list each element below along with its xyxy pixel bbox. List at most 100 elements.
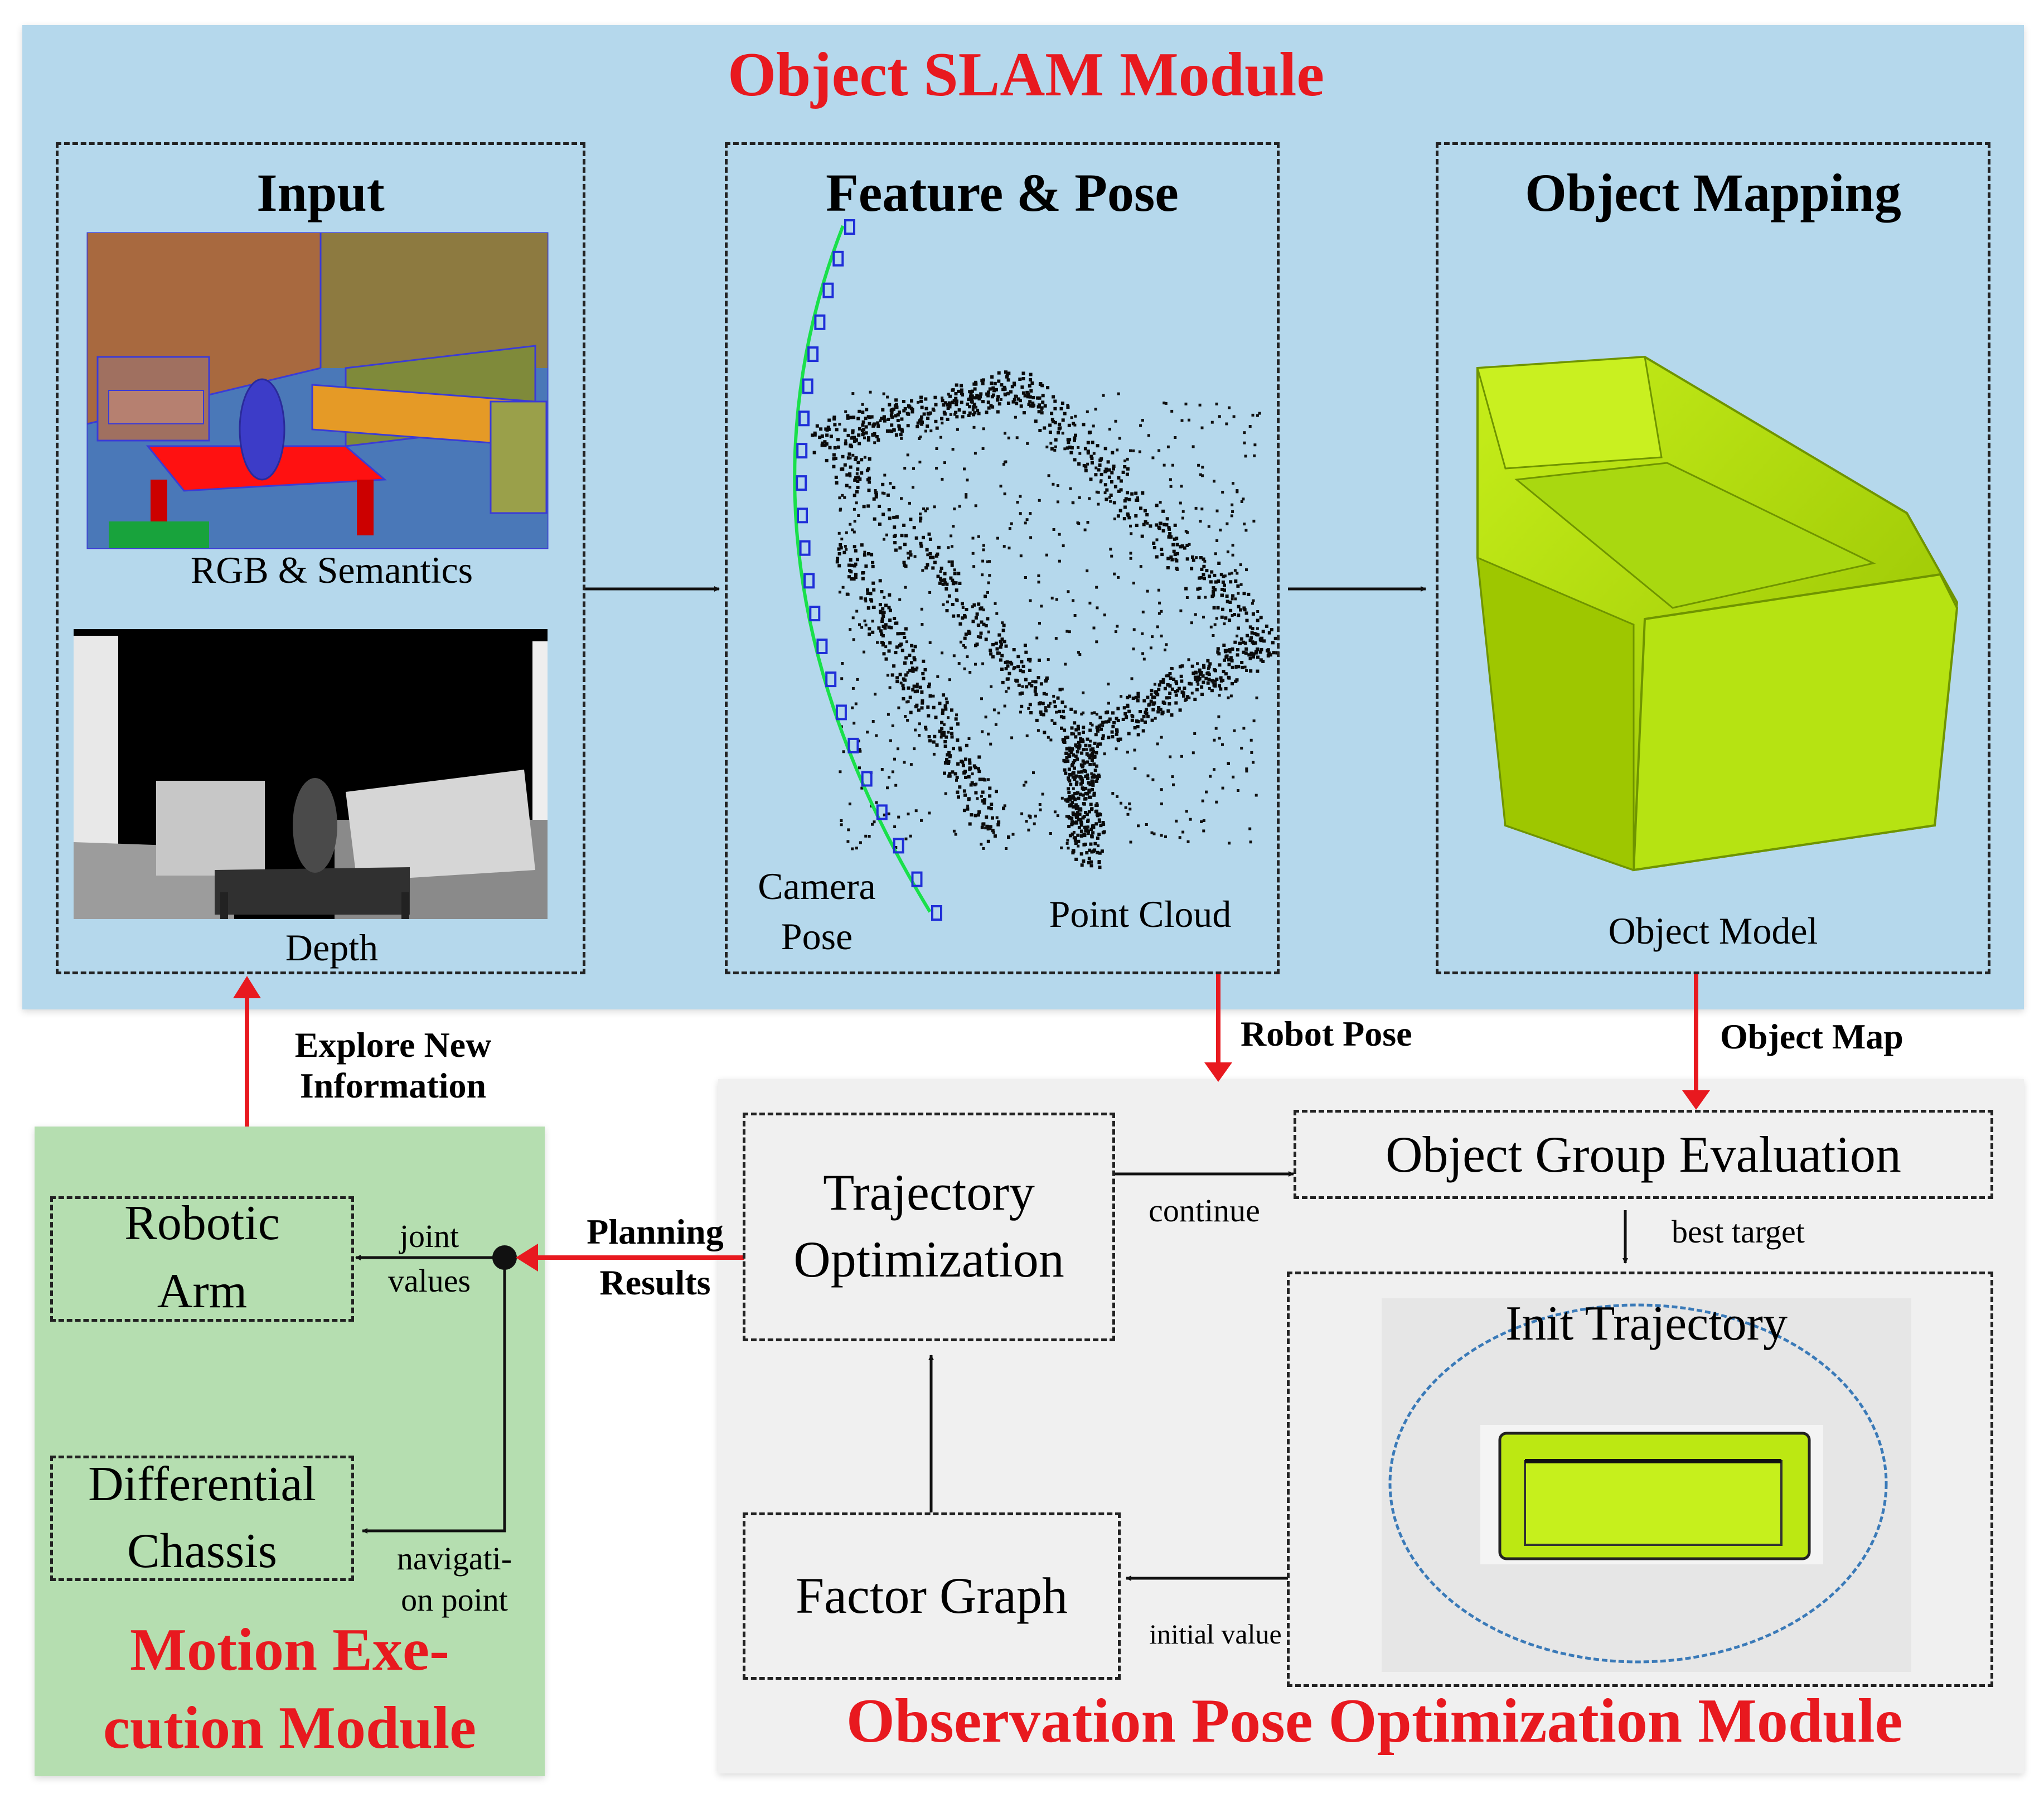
point-cloud-dot — [1101, 831, 1105, 835]
point-cloud-dot — [1180, 419, 1184, 422]
point-cloud-dot — [966, 655, 969, 659]
point-cloud-dot — [894, 784, 898, 787]
point-cloud-dot — [972, 405, 976, 409]
point-cloud-dot — [858, 427, 861, 431]
point-cloud-dot — [971, 552, 975, 555]
point-cloud-dot — [1065, 446, 1069, 450]
point-cloud-dot — [1168, 702, 1171, 706]
point-cloud-dot — [1252, 599, 1255, 602]
point-cloud-dot — [980, 795, 983, 798]
point-cloud-dot — [960, 384, 963, 388]
point-cloud-dot — [849, 475, 852, 477]
point-cloud-dot — [1152, 832, 1156, 835]
point-cloud-dot — [1213, 738, 1216, 742]
point-cloud-dot — [934, 716, 938, 719]
point-cloud-dot — [1131, 697, 1135, 700]
point-cloud-dot — [911, 669, 915, 673]
point-cloud-dot — [920, 422, 924, 426]
point-cloud-dot — [1094, 466, 1098, 470]
point-cloud-dot — [871, 560, 875, 564]
point-cloud-dot — [1105, 467, 1108, 471]
point-cloud-dot — [976, 635, 980, 639]
camera-pose-marker — [847, 737, 859, 753]
point-cloud-dot — [1095, 803, 1099, 807]
point-cloud-dot — [1141, 491, 1145, 495]
point-cloud-dot — [1094, 822, 1098, 826]
input-title: Input — [256, 163, 385, 223]
point-cloud-dot — [1179, 609, 1183, 612]
point-cloud-dot — [1226, 649, 1229, 652]
point-cloud-dot — [1064, 751, 1068, 755]
point-cloud-dot — [1011, 833, 1015, 836]
point-cloud-dot — [900, 497, 903, 500]
point-cloud-dot — [1001, 680, 1005, 684]
point-cloud-dot — [1180, 544, 1184, 548]
point-cloud-dot — [1216, 606, 1220, 610]
point-cloud-dot — [1065, 747, 1069, 751]
point-cloud-dot — [1029, 711, 1033, 714]
point-cloud-dot — [1160, 610, 1163, 613]
point-cloud-dot — [1151, 695, 1155, 699]
point-cloud-dot — [1229, 580, 1233, 584]
point-cloud-dot — [1085, 748, 1088, 751]
point-cloud-dot — [868, 835, 871, 838]
point-cloud-dot — [1256, 610, 1260, 613]
point-cloud-dot — [1160, 634, 1163, 637]
point-cloud-dot — [940, 732, 944, 736]
point-cloud-dot — [1163, 523, 1166, 526]
robotic-arm-line1: Robotic — [124, 1196, 280, 1250]
point-cloud-dot — [1248, 827, 1252, 830]
camera-pose-label-line1: Camera — [758, 865, 876, 907]
point-cloud-dot — [957, 795, 960, 799]
point-cloud-dot — [956, 790, 960, 794]
point-cloud-dot — [957, 662, 961, 665]
point-cloud-dot — [1004, 460, 1008, 463]
point-cloud-dot — [884, 657, 888, 661]
point-cloud-dot — [986, 617, 990, 621]
point-cloud-dot — [991, 655, 995, 659]
point-cloud-dot — [1161, 509, 1165, 513]
point-cloud-dot — [1119, 488, 1123, 492]
point-cloud-dot — [886, 786, 889, 790]
point-cloud-dot — [884, 645, 888, 649]
point-cloud-dot — [1044, 706, 1047, 709]
point-cloud-dot — [1088, 601, 1092, 605]
rgb-semantics-caption: RGB & Semantics — [190, 549, 473, 591]
point-cloud-dot — [1116, 795, 1119, 798]
point-cloud-dot — [846, 414, 850, 418]
point-cloud-dot — [980, 843, 983, 846]
point-cloud-dot — [1160, 736, 1163, 739]
camera-trajectory — [793, 225, 932, 913]
point-cloud-dot — [1213, 588, 1217, 592]
point-cloud-dot — [1231, 614, 1234, 617]
point-cloud-dot — [1209, 580, 1213, 584]
point-cloud-dot — [957, 572, 961, 576]
point-cloud-dot — [1127, 732, 1131, 736]
point-cloud-dot — [892, 664, 896, 668]
point-cloud-dot — [825, 433, 829, 437]
point-cloud-dot — [1058, 533, 1061, 536]
point-cloud-dot — [908, 669, 912, 673]
point-cloud-dot — [1227, 663, 1231, 666]
point-cloud-dot — [972, 426, 976, 429]
point-cloud-dot — [1160, 802, 1163, 805]
point-cloud-dot — [1255, 794, 1258, 797]
point-cloud-dot — [984, 623, 988, 627]
point-cloud-dot — [1226, 600, 1229, 603]
point-cloud-dot — [1073, 836, 1077, 840]
point-cloud-dot — [1018, 378, 1022, 381]
point-cloud-dot — [841, 586, 845, 589]
point-cloud-dot — [965, 495, 968, 499]
point-cloud-dot — [837, 547, 841, 551]
point-cloud-dot — [1231, 553, 1234, 557]
point-cloud-dot — [1066, 438, 1070, 442]
point-cloud-dot — [1014, 678, 1018, 682]
point-cloud-dot — [1219, 676, 1223, 680]
point-cloud-dot — [924, 397, 928, 401]
point-cloud-dot — [1207, 673, 1211, 676]
point-cloud-dot — [1130, 532, 1133, 535]
point-cloud-dot — [1256, 647, 1260, 651]
point-cloud-dot — [1097, 468, 1101, 472]
point-cloud-dot — [851, 687, 855, 690]
point-cloud-dot — [1067, 590, 1070, 593]
